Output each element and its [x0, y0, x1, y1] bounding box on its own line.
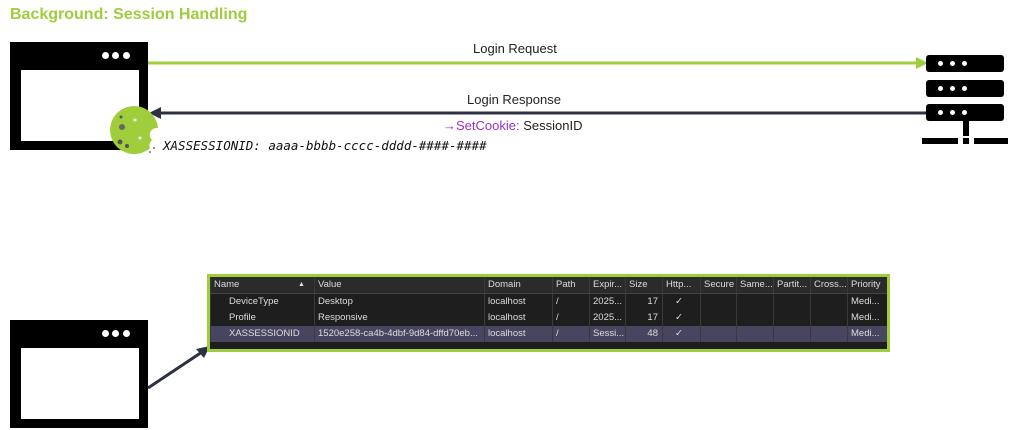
- server-rack-icon: [926, 80, 1004, 97]
- table-cell: Profile: [210, 310, 314, 326]
- column-header[interactable]: Partit...: [773, 277, 810, 293]
- table-cell: /: [552, 310, 589, 326]
- table-cell: Sessi...: [589, 326, 625, 342]
- cookie-icon: [110, 106, 158, 155]
- table-cell: [810, 294, 847, 310]
- column-header[interactable]: Value: [314, 277, 484, 293]
- login-request-label: Login Request: [473, 41, 557, 56]
- column-header[interactable]: Cross...: [810, 277, 847, 293]
- table-cell: Medi...: [847, 326, 887, 342]
- table-cell: Desktop: [314, 294, 484, 310]
- table-empty-row: [210, 342, 887, 349]
- table-cell: [810, 326, 847, 342]
- table-cell: [700, 326, 736, 342]
- table-cell: [700, 294, 736, 310]
- table-cell: /: [552, 326, 589, 342]
- table-cell: [700, 310, 736, 326]
- server-base-icon: [922, 121, 1008, 144]
- table-cell: localhost: [484, 294, 552, 310]
- set-cookie-prefix: →SetCookie:: [443, 118, 520, 133]
- table-cell: Responsive: [314, 310, 484, 326]
- table-cell: [736, 326, 773, 342]
- column-header[interactable]: Name: [210, 277, 314, 293]
- column-header[interactable]: Expir...: [589, 277, 625, 293]
- table-cell: /: [552, 294, 589, 310]
- set-cookie-value: SessionID: [519, 118, 583, 133]
- table-cell: [773, 326, 810, 342]
- table-cell: 2025...: [589, 294, 625, 310]
- column-header[interactable]: Http...: [662, 277, 700, 293]
- login-response-label: Login Response: [467, 92, 561, 107]
- table-cell: localhost: [484, 310, 552, 326]
- session-id-text: XASSESSIONID: aaaa-bbbb-cccc-dddd-####-#…: [163, 138, 487, 153]
- table-cell: [773, 294, 810, 310]
- column-header[interactable]: Secure: [700, 277, 736, 293]
- server-rack-icon: [926, 104, 1004, 121]
- table-cell: [736, 310, 773, 326]
- set-cookie-label: →SetCookie: SessionID: [443, 118, 582, 133]
- column-header[interactable]: Same...: [736, 277, 773, 293]
- table-cell: [773, 310, 810, 326]
- table-cell: 17: [625, 294, 662, 310]
- devtools-arrow: [147, 350, 203, 390]
- table-cell: Medi...: [847, 294, 887, 310]
- table-cell: 1520e258-ca4b-4dbf-9d84-dffd70eb...: [314, 326, 484, 342]
- table-cell: 17: [625, 310, 662, 326]
- table-cell: ✓: [662, 310, 700, 326]
- table-cell: Medi...: [847, 310, 887, 326]
- table-cell: [736, 294, 773, 310]
- column-header[interactable]: Path: [552, 277, 589, 293]
- server-rack-icon: [926, 55, 1004, 72]
- sort-ascending-icon[interactable]: ▲: [298, 281, 305, 288]
- table-cell: localhost: [484, 326, 552, 342]
- table-cell: ✓: [662, 326, 700, 342]
- browser-window-icon-2: [10, 320, 148, 428]
- column-header[interactable]: Domain: [484, 277, 552, 293]
- column-header[interactable]: Priority: [847, 277, 887, 293]
- table-cell: ✓: [662, 294, 700, 310]
- table-cell: DeviceType: [210, 294, 314, 310]
- column-header[interactable]: Size: [625, 277, 662, 293]
- table-cell: XASSESSIONID: [210, 326, 314, 342]
- table-cell: 48: [625, 326, 662, 342]
- table-cell: [810, 310, 847, 326]
- slide-title: Background: Session Handling: [10, 6, 248, 23]
- table-cell: 2025...: [589, 310, 625, 326]
